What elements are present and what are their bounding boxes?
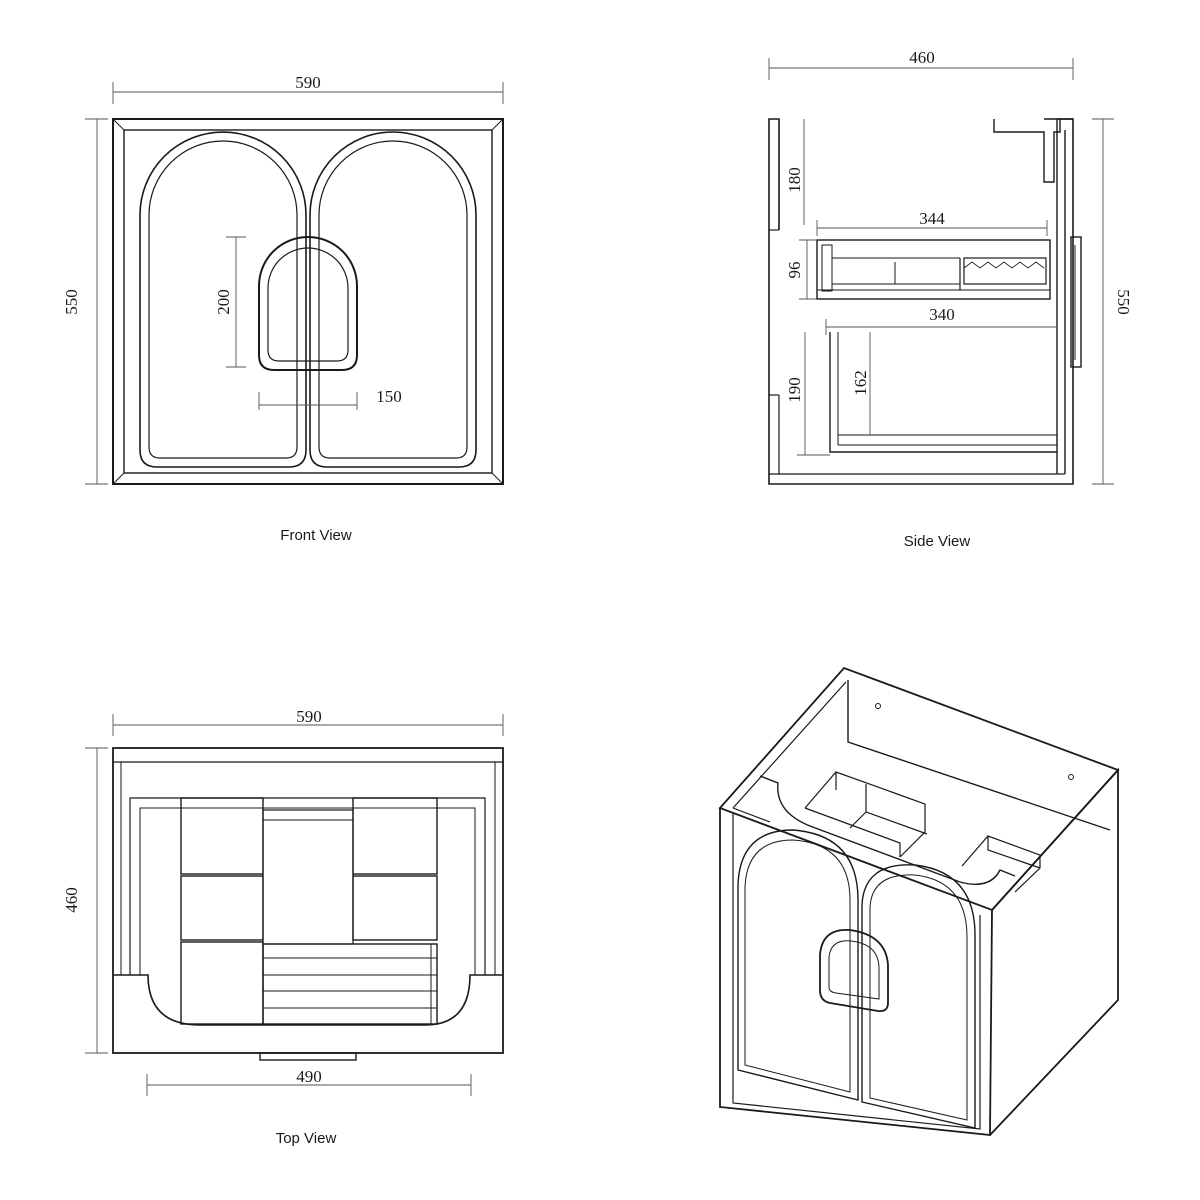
top-left-compartment-upper [180, 797, 264, 875]
iso-u-cutout [759, 775, 1016, 885]
top-outer-body [112, 747, 504, 1054]
front-outer-frame [112, 118, 504, 485]
top-handle [259, 1052, 357, 1061]
side-drawer-depth-dimension: 344 [816, 209, 1048, 236]
side-top-space-label: 180 [785, 167, 804, 193]
isometric-view [718, 666, 1120, 1136]
top-width-dimension: 590 [112, 707, 504, 736]
side-view: 460 550 [768, 48, 1133, 550]
top-depth-dimension: 460 [62, 747, 108, 1054]
side-door-panel [1056, 118, 1073, 474]
side-depth-label: 460 [909, 48, 935, 67]
side-lower-space-dimension: 190 [785, 332, 830, 456]
front-left-arch-door [139, 131, 307, 468]
side-lower-depth-dimension: 340 [825, 305, 1057, 335]
side-handle-profile [1070, 236, 1082, 368]
side-lower-depth-label: 340 [929, 305, 955, 324]
top-slatted-section [262, 943, 438, 1025]
top-view: 590 460 [62, 707, 504, 1147]
top-view-caption: Top View [276, 1130, 337, 1147]
front-width-label: 590 [295, 73, 321, 92]
side-lower-space-label: 190 [785, 377, 804, 403]
side-lower-inner-dimension: 162 [851, 332, 871, 435]
iso-top-outline [718, 666, 1120, 912]
side-height-label: 550 [1114, 289, 1133, 315]
top-right-compartment-middle [352, 875, 438, 941]
top-center-channel [262, 809, 354, 945]
side-view-caption: Side View [904, 533, 971, 550]
side-top-rail [993, 119, 1061, 183]
front-handle-width-dimension: 150 [258, 387, 402, 410]
iso-arch-handle [819, 929, 889, 1012]
iso-right-arch-door [861, 864, 976, 1129]
front-handle-width-label: 150 [376, 387, 402, 406]
top-front-width-label: 490 [296, 1067, 322, 1086]
front-arch-handle [258, 236, 358, 371]
side-top-space-dimension: 180 [785, 119, 805, 225]
side-depth-dimension: 460 [768, 48, 1074, 80]
top-width-label: 590 [296, 707, 322, 726]
side-lower-inner-label: 162 [851, 370, 870, 396]
front-height-label: 550 [62, 289, 81, 315]
front-height-dimension: 550 [62, 118, 108, 485]
front-right-arch-door [309, 131, 477, 468]
top-right-compartment-upper [352, 797, 438, 875]
front-view: 590 550 200 [62, 73, 504, 544]
top-depth-label: 460 [62, 887, 81, 913]
top-left-compartment-middle [180, 875, 264, 941]
top-front-width-dimension: 490 [146, 1067, 472, 1096]
top-left-compartment-lower [180, 941, 264, 1025]
iso-inner-compartments [804, 771, 928, 858]
front-handle-height-dimension: 200 [214, 236, 246, 368]
top-u-cutout [113, 974, 503, 1026]
side-upper-drawer [816, 239, 1051, 300]
front-view-caption: Front View [280, 527, 352, 544]
side-lower-drawer [829, 332, 1057, 453]
iso-left-arch-door [737, 829, 859, 1101]
front-inner-frame [123, 129, 493, 474]
side-height-dimension: 550 [1092, 118, 1133, 485]
iso-back-panel [847, 680, 1111, 831]
side-drawer-depth-label: 344 [919, 209, 945, 228]
side-cabinet-body [768, 118, 1074, 485]
front-handle-height-label: 200 [214, 289, 233, 315]
iso-front-face [719, 808, 993, 1136]
side-drawer-height-dimension: 96 [785, 239, 817, 300]
iso-side-face [989, 767, 1119, 1136]
side-drawer-height-label: 96 [785, 262, 804, 279]
front-width-dimension: 590 [112, 73, 504, 104]
